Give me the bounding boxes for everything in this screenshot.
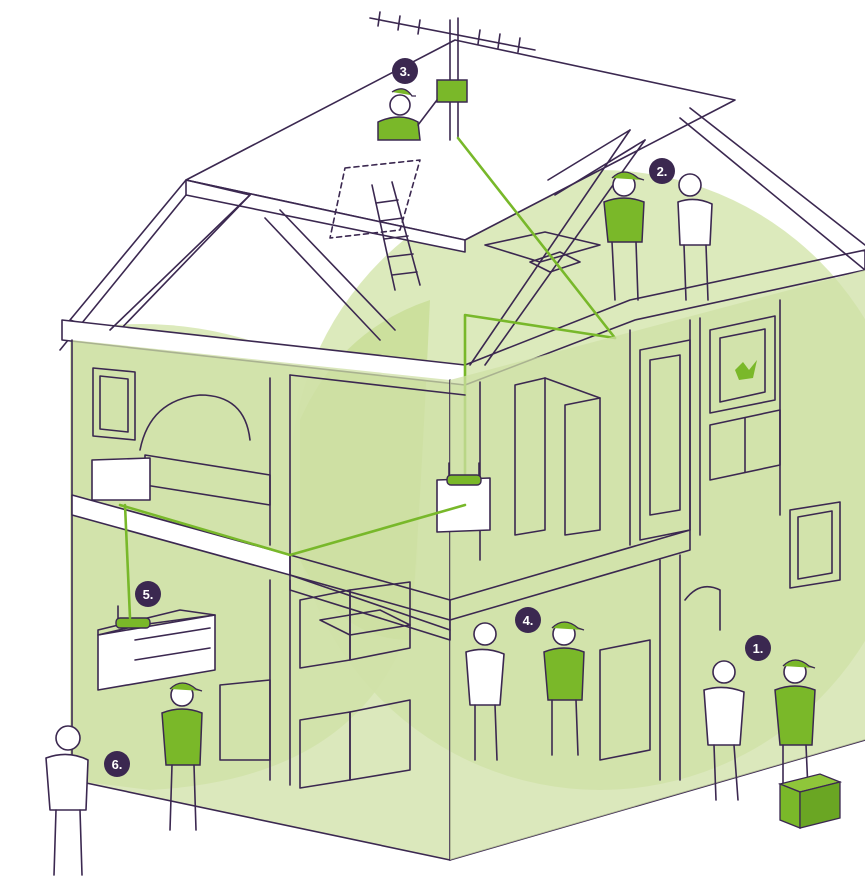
step-badge-6-label: 6.: [112, 757, 123, 772]
step-badge-2-label: 2.: [657, 164, 668, 179]
side-table: [92, 458, 150, 500]
step-badge-4: 4.: [515, 607, 541, 633]
step-badge-6: 6.: [104, 751, 130, 777]
step-badge-1: 1.: [745, 635, 771, 661]
step-badge-5-label: 5.: [143, 587, 154, 602]
step-badge-5: 5.: [135, 581, 161, 607]
step-badge-1-label: 1.: [753, 641, 764, 656]
box-icon: [780, 774, 840, 828]
step-badge-3: 3.: [392, 58, 418, 84]
amplifier-box: [437, 80, 467, 102]
step-badge-2: 2.: [649, 158, 675, 184]
step-badge-4-label: 4.: [523, 613, 534, 628]
step-badge-3-label: 3.: [400, 64, 411, 79]
